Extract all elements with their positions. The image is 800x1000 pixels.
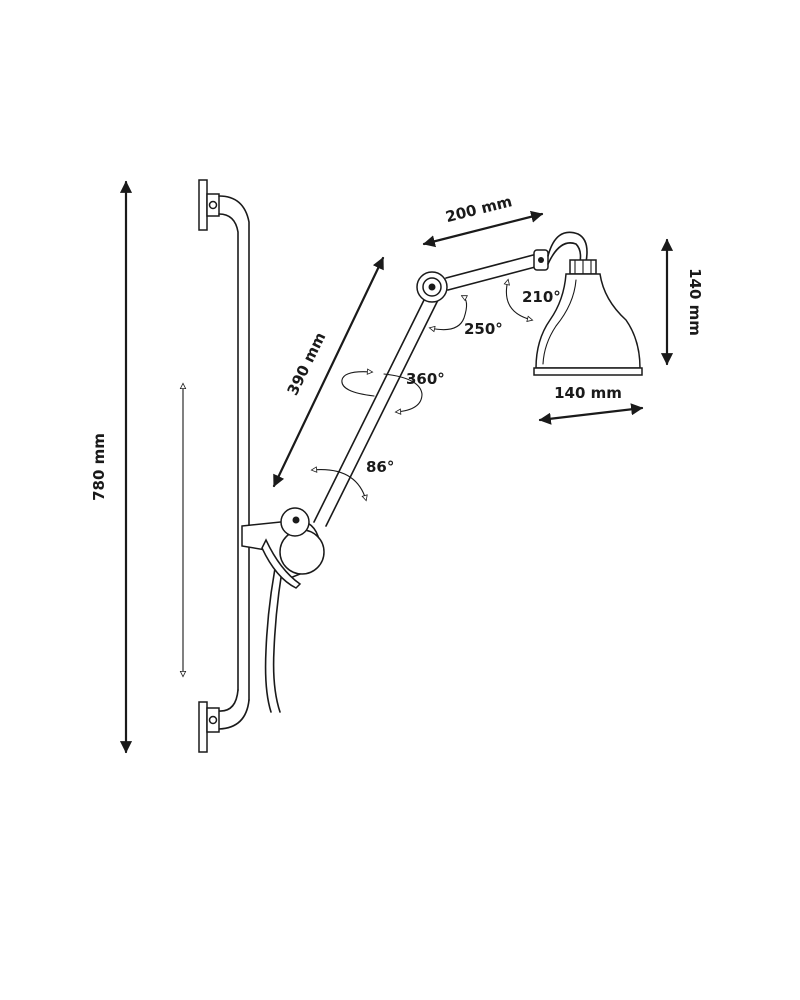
elbow-joint xyxy=(416,271,448,303)
screw-icon xyxy=(208,200,218,210)
rotation-arrow-shade-pivot xyxy=(506,280,532,320)
lower-arm xyxy=(313,291,441,527)
rail-clamp xyxy=(241,507,325,589)
label-upper-arm: 200 mm xyxy=(444,192,514,226)
wall-rail xyxy=(198,179,250,753)
screw-icon xyxy=(208,715,218,725)
power-cable xyxy=(264,547,280,713)
label-shade-pivot: 210° xyxy=(522,288,561,306)
lamp-shade xyxy=(533,259,643,376)
rotation-arrow-elbow xyxy=(430,296,467,330)
rotation-arrow-base-tilt xyxy=(312,470,366,500)
top-wall-plate xyxy=(198,179,208,231)
label-shade-height: 140 mm xyxy=(686,268,704,336)
label-elbow: 250° xyxy=(464,320,503,338)
label-base-tilt: 86° xyxy=(366,458,394,476)
upper-arm xyxy=(445,253,540,291)
dim-line-lower-arm xyxy=(272,256,385,488)
rotation-arrow-arm-swivel xyxy=(341,372,375,397)
label-shade-width: 140 mm xyxy=(554,384,622,402)
label-lower-arm: 390 mm xyxy=(284,329,330,398)
label-total-height: 780 mm xyxy=(90,433,108,501)
dim-line-shade-width xyxy=(538,403,644,425)
label-arm-swivel: 360° xyxy=(406,370,445,388)
dim-line-upper-arm xyxy=(422,210,544,248)
shade-pivot xyxy=(533,231,588,271)
bottom-wall-plate xyxy=(198,701,208,753)
